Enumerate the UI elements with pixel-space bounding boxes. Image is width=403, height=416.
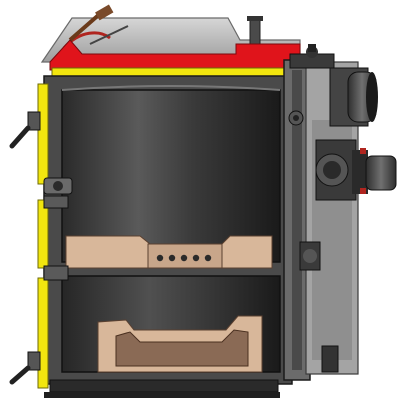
hatch-handle-icon[interactable] xyxy=(9,111,41,149)
upper-fuel-chamber xyxy=(61,85,281,263)
air-nozzle-icon xyxy=(168,254,176,262)
air-nozzle-icon xyxy=(156,254,164,262)
ash-pan xyxy=(97,315,263,373)
air-nozzle-row xyxy=(156,254,212,262)
boiler-base xyxy=(44,379,280,398)
flue-outlet xyxy=(329,67,378,127)
rear-drain xyxy=(321,345,339,373)
rear-lower-port xyxy=(299,241,321,271)
hatch-handle-icon[interactable] xyxy=(9,351,41,385)
left-casing-yellow xyxy=(37,83,49,389)
lower-door-hinge[interactable] xyxy=(43,265,69,281)
sensor-port xyxy=(288,110,304,126)
top-casing-yellow xyxy=(51,67,285,77)
rear-top-flange xyxy=(289,44,335,69)
air-nozzle-icon xyxy=(192,254,200,262)
burner-fan-icon xyxy=(315,139,397,201)
air-nozzle-icon xyxy=(180,254,188,262)
middle-door-hinge[interactable] xyxy=(43,195,69,209)
upper-door-hinge[interactable] xyxy=(43,177,73,195)
air-nozzle-icon xyxy=(204,254,212,262)
